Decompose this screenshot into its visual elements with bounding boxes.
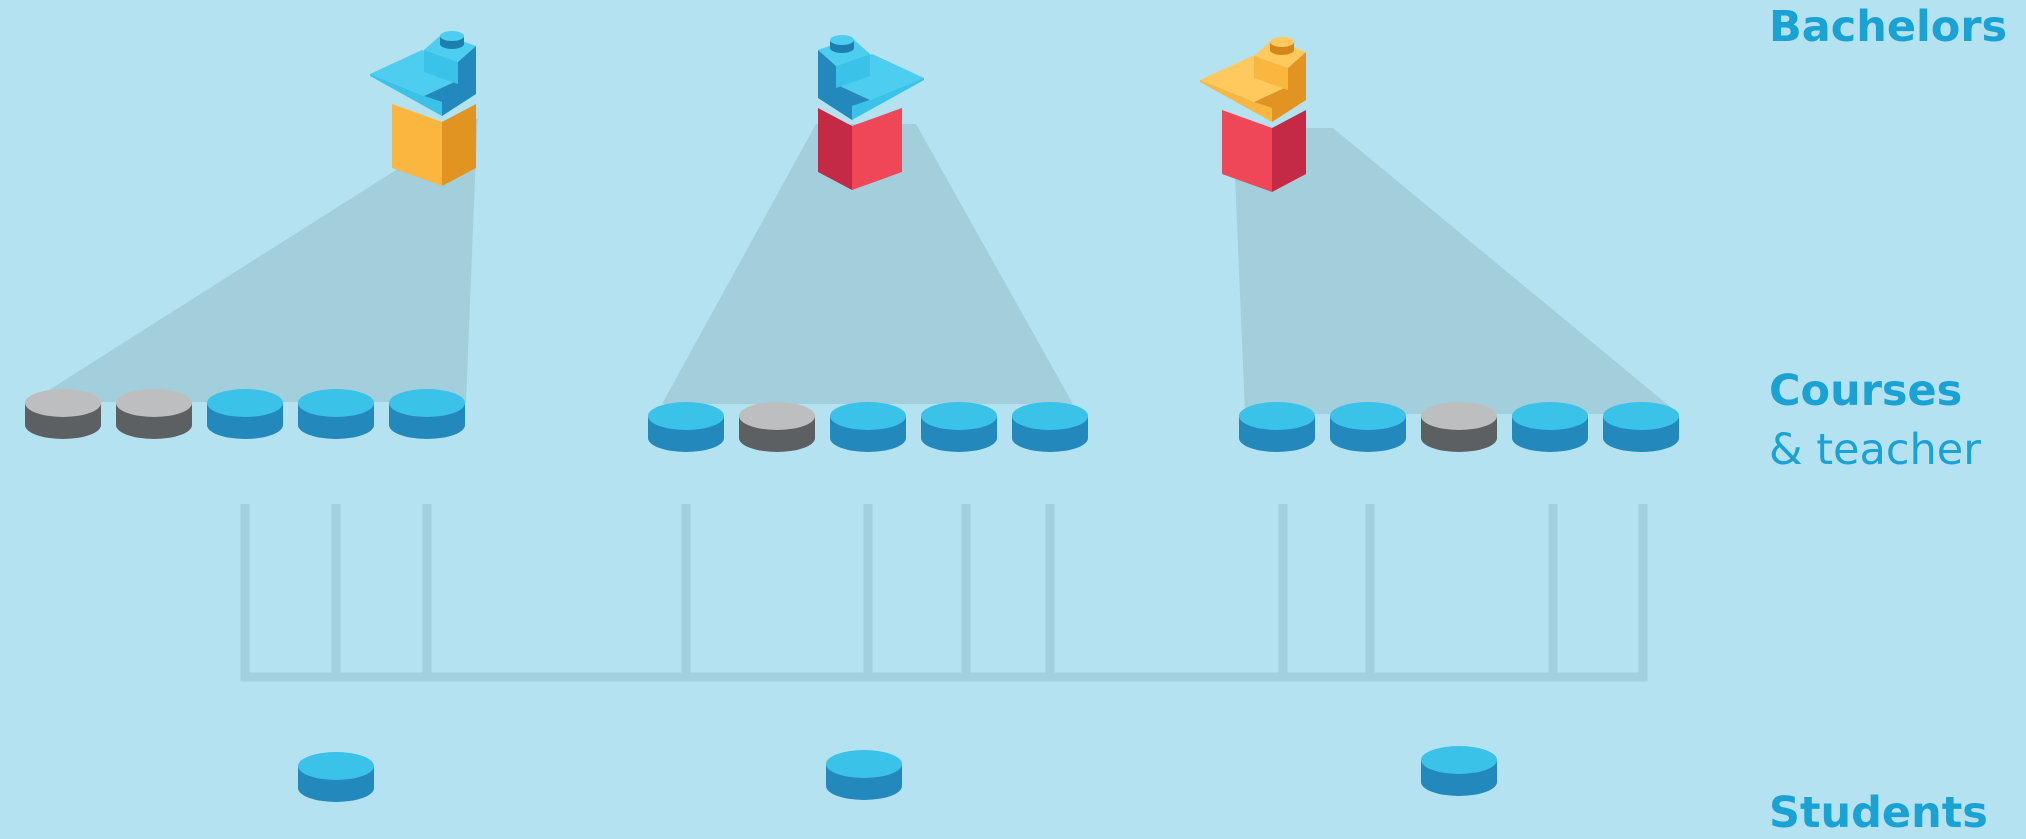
course-disc <box>830 402 906 452</box>
course-disc <box>1239 402 1315 452</box>
course-disc <box>207 389 283 439</box>
course-disc <box>739 402 815 452</box>
course-disc <box>1421 402 1497 452</box>
course-disc <box>298 389 374 439</box>
teacher-label: & teacher <box>1769 425 1981 475</box>
course-disc <box>116 389 192 439</box>
bachelor-3-block <box>1200 37 1306 192</box>
course-disc <box>648 402 724 452</box>
bachelors-label: Bachelors <box>1769 2 2007 52</box>
bachelor-blocks <box>370 31 1306 192</box>
student-3-disc <box>1421 746 1497 796</box>
course-disc <box>1330 402 1406 452</box>
course-disc <box>1012 402 1088 452</box>
bachelor-1-block <box>370 31 476 186</box>
course-disc <box>389 389 465 439</box>
course-disc <box>25 389 101 439</box>
student-2-disc <box>826 750 902 800</box>
student-course-connectors <box>245 504 1643 677</box>
course-disc <box>921 402 997 452</box>
student-discs <box>298 746 1497 802</box>
courses-label: Courses <box>1769 366 1962 416</box>
course-disc <box>1512 402 1588 452</box>
student-1-disc <box>298 752 374 802</box>
course-disc <box>1603 402 1679 452</box>
students-label: Students <box>1769 788 1988 838</box>
